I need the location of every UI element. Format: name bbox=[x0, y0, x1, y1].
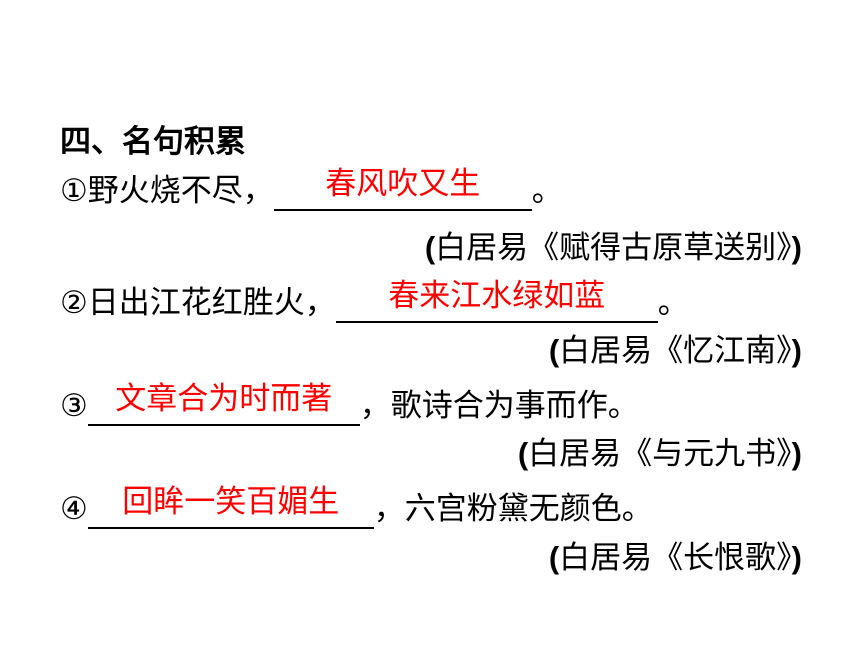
quote-3-suffix: ，歌诗合为事而作。 bbox=[359, 388, 639, 424]
quote-2-source: (白居易《忆江南》) bbox=[549, 331, 802, 371]
quote-1-prefix: ①野火烧不尽， bbox=[60, 173, 274, 209]
quote-3-source-text: 白居易《与元九书》 bbox=[528, 436, 792, 472]
quote-3-source-open: ( bbox=[517, 436, 529, 471]
quote-4-suffix: ，六宫粉黛无颜色。 bbox=[373, 491, 653, 527]
quote-line-2: ②日出江花红胜火， 春来江水绿如蓝 。 bbox=[60, 279, 689, 323]
quote-3-blank: 文章合为时而著 bbox=[87, 382, 360, 426]
quote-4-source-text: 白居易《长恨歌》 bbox=[559, 540, 792, 576]
quote-2-source-text: 白居易《忆江南》 bbox=[559, 333, 792, 369]
quote-4-source-close: ) bbox=[791, 540, 802, 575]
quote-3-answer: 文章合为时而著 bbox=[115, 381, 333, 417]
quote-1-answer: 春风吹又生 bbox=[325, 166, 481, 202]
quote-2-suffix: 。 bbox=[657, 285, 689, 321]
quote-2-prefix: ②日出江花红胜火， bbox=[60, 285, 336, 321]
quote-1-source-close: ) bbox=[791, 230, 802, 265]
quote-3-source: (白居易《与元九书》) bbox=[518, 434, 802, 474]
quote-line-4: ④ 回眸一笑百媚生 ，六宫粉黛无颜色。 bbox=[60, 485, 653, 529]
quote-2-source-open: ( bbox=[548, 333, 560, 368]
quote-4-answer: 回眸一笑百媚生 bbox=[122, 484, 340, 520]
quote-line-3: ③ 文章合为时而著 ，歌诗合为事而作。 bbox=[60, 382, 639, 426]
quote-1-source-text: 白居易《赋得古原草送别》 bbox=[435, 230, 792, 266]
quote-4-blank: 回眸一笑百媚生 bbox=[87, 485, 374, 529]
quote-2-source-close: ) bbox=[791, 333, 802, 368]
quote-1-source: (白居易《赋得古原草送别》) bbox=[425, 228, 802, 268]
quote-1-suffix: 。 bbox=[531, 173, 563, 209]
section-heading: 四、名句积累 bbox=[60, 124, 246, 160]
quote-1-source-open: ( bbox=[424, 230, 436, 265]
quote-3-source-close: ) bbox=[791, 436, 802, 471]
quote-4-source: (白居易《长恨歌》) bbox=[549, 538, 802, 578]
quote-3-prefix: ③ bbox=[60, 388, 88, 424]
quote-2-answer: 春来江水绿如蓝 bbox=[388, 278, 606, 314]
quote-line-1: ①野火烧不尽， 春风吹又生 。 bbox=[60, 167, 563, 211]
quote-4-prefix: ④ bbox=[60, 491, 88, 527]
quote-1-blank: 春风吹又生 bbox=[273, 167, 532, 211]
quote-2-blank: 春来江水绿如蓝 bbox=[335, 279, 658, 323]
quote-4-source-open: ( bbox=[548, 540, 560, 575]
